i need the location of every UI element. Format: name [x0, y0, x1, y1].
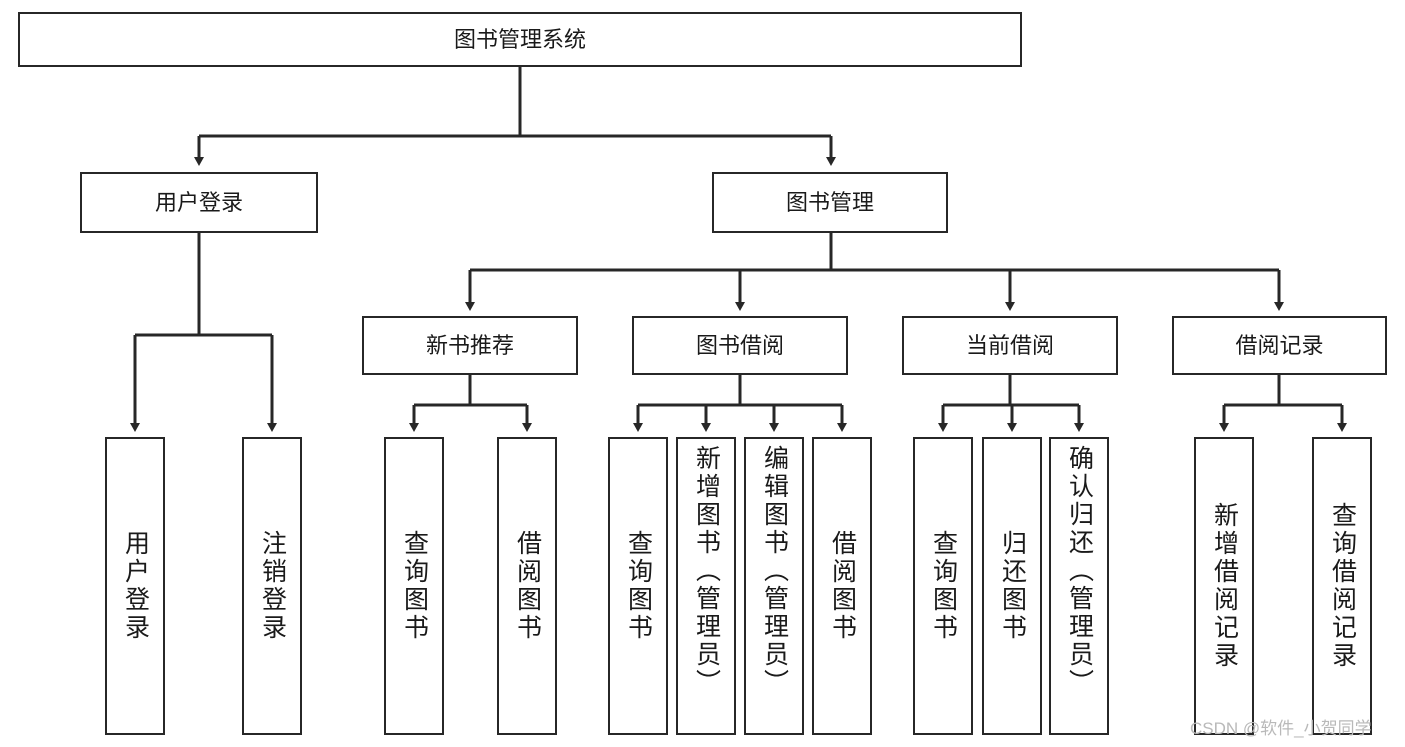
leaf-borrow-record-add-label: 新增借阅记录	[1210, 502, 1239, 670]
node-current-borrow-label: 当前借阅	[965, 332, 1054, 358]
leaf-new-book-borrow[interactable]: 借阅图书	[497, 437, 557, 735]
watermark-text: CSDN @软件_小贺同学	[1190, 719, 1372, 738]
leaf-current-borrow-return[interactable]: 归还图书	[982, 437, 1042, 735]
leaf-borrow-record-query-label: 查询借阅记录	[1328, 502, 1357, 670]
leaf-current-borrow-return-label: 归还图书	[998, 530, 1027, 642]
node-user-login-label: 用户登录	[154, 189, 243, 215]
leaf-borrow-record-query[interactable]: 查询借阅记录	[1312, 437, 1372, 735]
leaf-book-borrow-query[interactable]: 查询图书	[608, 437, 668, 735]
leaf-book-borrow-query-label: 查询图书	[624, 530, 653, 642]
leaf-current-borrow-query[interactable]: 查询图书	[913, 437, 973, 735]
node-root-label: 图书管理系统	[453, 26, 586, 52]
leaf-user-login-logout[interactable]: 注销登录	[242, 437, 302, 735]
leaf-book-borrow-add-label: 新增图书（管理员）	[692, 445, 721, 697]
node-current-borrow[interactable]: 当前借阅	[902, 316, 1118, 375]
node-borrow-record-label: 借阅记录	[1235, 332, 1324, 358]
node-new-book-recommend[interactable]: 新书推荐	[362, 316, 578, 375]
node-root[interactable]: 图书管理系统	[18, 12, 1022, 67]
leaf-new-book-query-label: 查询图书	[400, 530, 429, 642]
node-user-login[interactable]: 用户登录	[80, 172, 318, 233]
node-borrow-record[interactable]: 借阅记录	[1172, 316, 1387, 375]
node-book-borrow[interactable]: 图书借阅	[632, 316, 848, 375]
leaf-current-borrow-confirm[interactable]: 确认归还（管理员）	[1049, 437, 1109, 735]
leaf-book-borrow-add[interactable]: 新增图书（管理员）	[676, 437, 736, 735]
leaf-user-login-login[interactable]: 用户登录	[105, 437, 165, 735]
leaf-current-borrow-confirm-label: 确认归还（管理员）	[1065, 445, 1094, 697]
leaf-user-login-login-label: 用户登录	[121, 530, 150, 642]
leaf-new-book-query[interactable]: 查询图书	[384, 437, 444, 735]
leaf-book-borrow-borrow[interactable]: 借阅图书	[812, 437, 872, 735]
leaf-book-borrow-edit[interactable]: 编辑图书（管理员）	[744, 437, 804, 735]
node-book-management[interactable]: 图书管理	[712, 172, 948, 233]
leaf-book-borrow-borrow-label: 借阅图书	[828, 530, 857, 642]
leaf-current-borrow-query-label: 查询图书	[929, 530, 958, 642]
leaf-borrow-record-add[interactable]: 新增借阅记录	[1194, 437, 1254, 735]
leaf-new-book-borrow-label: 借阅图书	[513, 530, 542, 642]
node-book-borrow-label: 图书借阅	[695, 332, 784, 358]
node-book-management-label: 图书管理	[785, 189, 874, 215]
leaf-user-login-logout-label: 注销登录	[258, 530, 287, 642]
leaf-book-borrow-edit-label: 编辑图书（管理员）	[760, 445, 789, 697]
node-new-book-recommend-label: 新书推荐	[425, 332, 514, 358]
